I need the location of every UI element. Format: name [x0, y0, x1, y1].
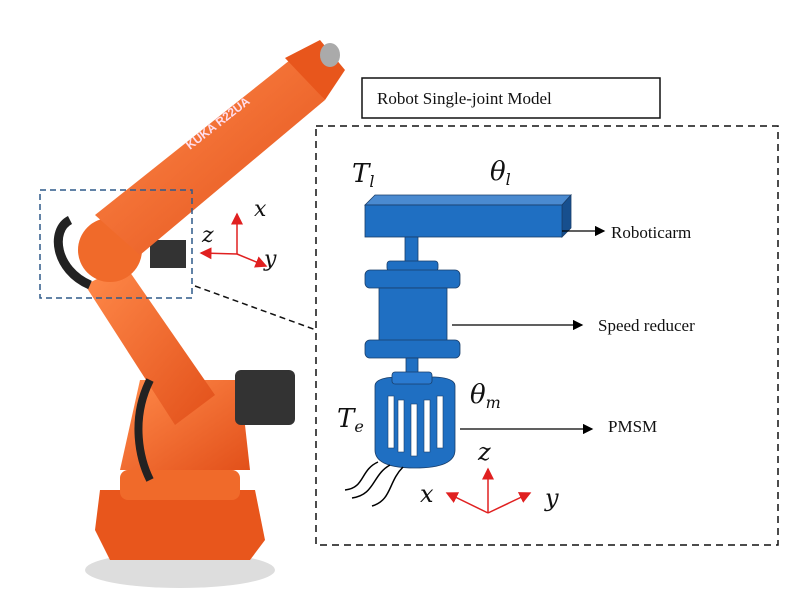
model-box	[315, 125, 779, 546]
diagram-title: Robot Single-joint Model	[377, 89, 552, 108]
motor-vent-slots	[387, 395, 444, 457]
robot-column	[120, 380, 250, 470]
robot-elbow-motor	[150, 240, 186, 268]
pmsm-motor	[344, 371, 456, 507]
title-box	[361, 77, 661, 119]
robot-cable	[134, 378, 154, 482]
robot-arm-illustration: KUKA R22UA	[53, 40, 345, 588]
robot-axes: x z y	[199, 197, 277, 272]
robot-shadow	[85, 552, 275, 588]
motor-angle-symbol: θm	[470, 380, 501, 412]
zoom-connector-line	[194, 285, 317, 331]
robot-elbow-cable	[53, 215, 93, 290]
joint-highlight-box	[39, 189, 193, 299]
robot-turntable	[120, 470, 240, 500]
robotic-arm-link	[364, 193, 572, 238]
robot-axis-y-label: y	[263, 247, 277, 272]
model-axes: z x y	[420, 438, 559, 514]
robot-lower-arm	[85, 265, 215, 425]
robot-axis-x-label: x	[254, 197, 267, 222]
motor-wires	[344, 461, 404, 507]
model-axis-y-label: y	[544, 484, 559, 512]
speed-reducer	[364, 236, 461, 374]
roboticarm-label: Roboticarm	[611, 223, 691, 242]
model-axis-x-label: x	[420, 480, 434, 508]
robot-base	[95, 490, 265, 560]
robot-axis-z-label: z	[201, 223, 214, 248]
robot-flange	[320, 43, 340, 67]
robot-upper-arm	[95, 60, 325, 255]
robot-motor-base	[235, 370, 295, 425]
load-torque-symbol: Tl	[352, 159, 374, 191]
load-angle-symbol: θl	[490, 157, 511, 189]
speed-reducer-label: Speed reducer	[598, 316, 695, 335]
pmsm-label: PMSM	[608, 417, 657, 436]
model-axis-z-label: z	[477, 438, 491, 466]
motor-torque-symbol: Te	[337, 404, 364, 436]
